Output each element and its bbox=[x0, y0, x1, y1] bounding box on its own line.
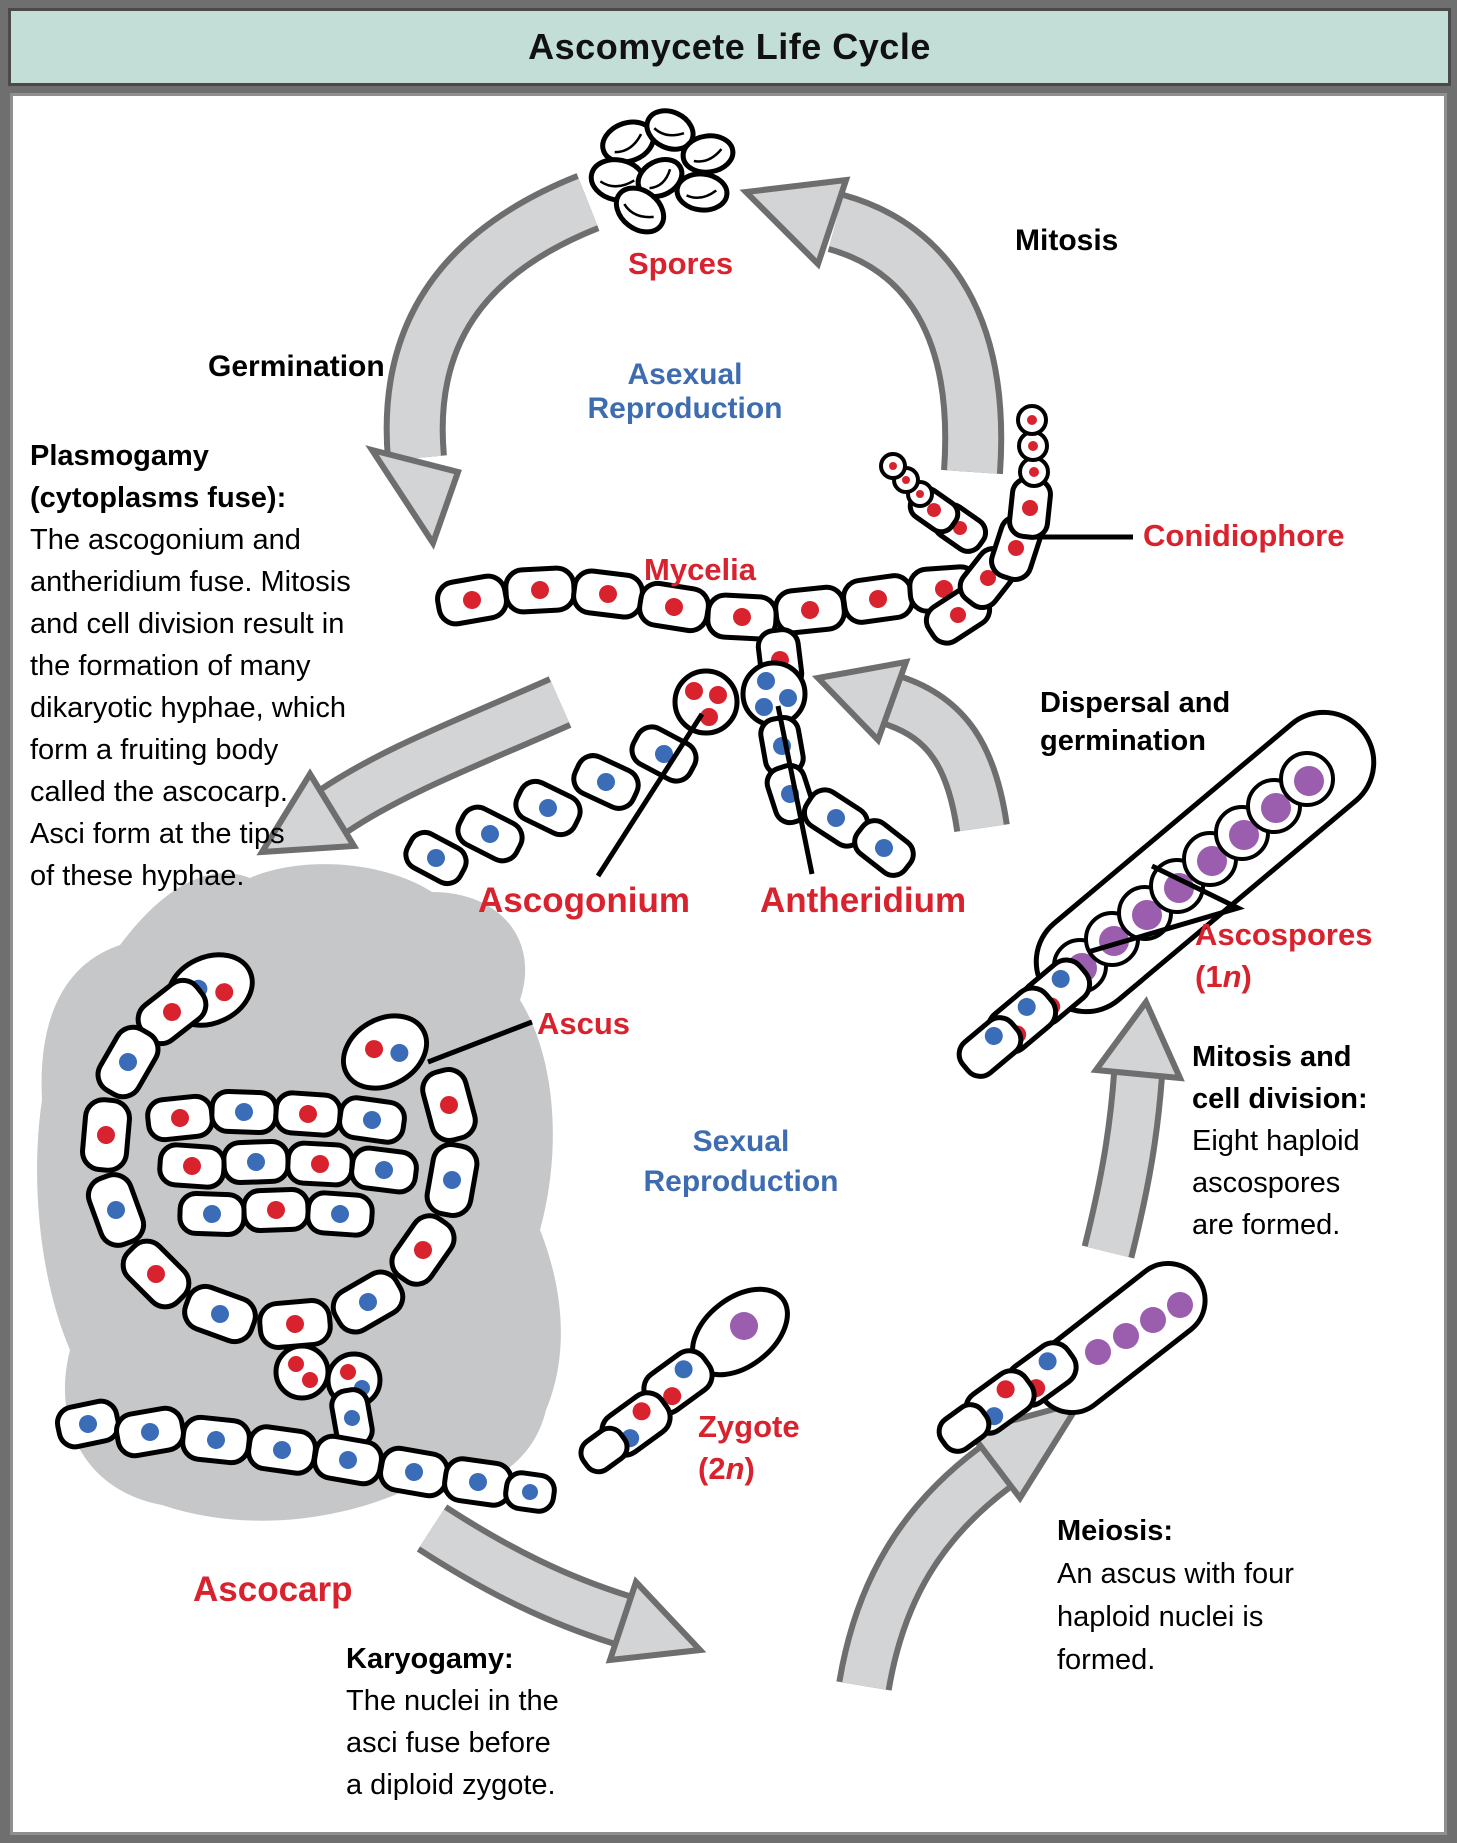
ascocarp-label: Ascocarp bbox=[193, 1570, 353, 1609]
ascogonium-label: Ascogonium bbox=[478, 881, 690, 920]
germination-label: Germination bbox=[208, 350, 385, 383]
spores-label: Spores bbox=[628, 246, 734, 281]
dispersal-germination-text: Dispersal and germination bbox=[1040, 687, 1231, 757]
title-bar: Ascomycete Life Cycle bbox=[8, 8, 1451, 86]
mitosis-label: Mitosis bbox=[1015, 224, 1119, 257]
zygote-label: Zygote (2n) bbox=[698, 1409, 800, 1486]
mycelia-label: Mycelia bbox=[644, 552, 757, 587]
ploidy-n: n bbox=[725, 1451, 745, 1486]
conidiophore-label: Conidiophore bbox=[1143, 518, 1345, 553]
karyogamy-text: Karyogamy: The nuclei in the asci fuse b… bbox=[346, 1643, 559, 1801]
mitosis-division-text: Mitosis and cell division: Eight haploid… bbox=[1192, 1041, 1368, 1241]
sexual-reproduction-label: Sexual Reproduction bbox=[643, 1125, 839, 1198]
ascus-label: Ascus bbox=[537, 1006, 631, 1041]
antheridium-label: Antheridium bbox=[760, 881, 967, 920]
ascospores-label: Ascospores (1n) bbox=[1195, 917, 1373, 994]
page-title: Ascomycete Life Cycle bbox=[528, 26, 931, 67]
meiosis-text: Meiosis: An ascus with four haploid nucl… bbox=[1057, 1515, 1294, 1676]
ploidy-n: n bbox=[1222, 959, 1242, 994]
asexual-reproduction-label: Asexual Reproduction bbox=[587, 358, 783, 425]
plasmogamy-text: Plasmogamy (cytoplasms fuse): The ascogo… bbox=[30, 440, 351, 892]
